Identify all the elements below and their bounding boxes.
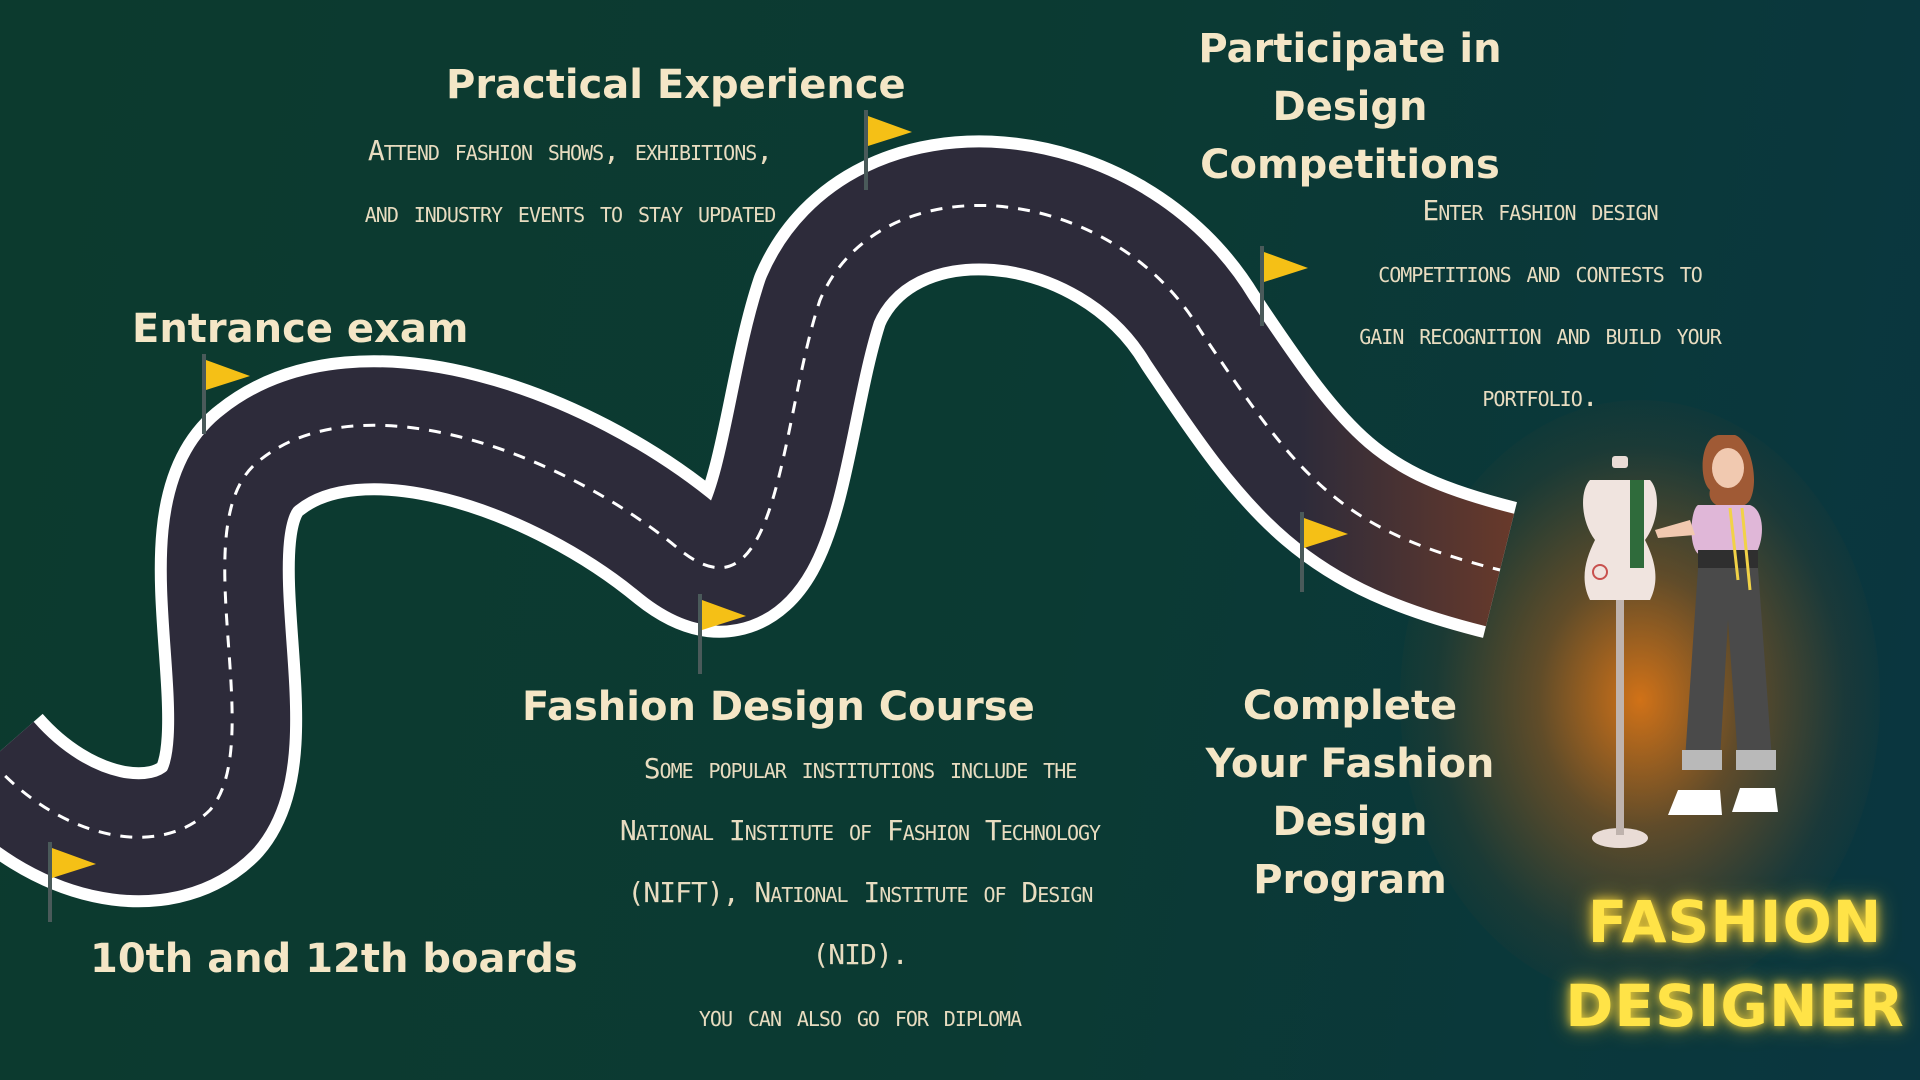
flag-icon bbox=[698, 594, 746, 674]
desc-line: portfolio. bbox=[1482, 380, 1598, 413]
desc-line: and industry events to stay updated bbox=[364, 196, 777, 229]
step-title-complete-program: Complete Your Fashion Design Program bbox=[1190, 677, 1510, 909]
desc-line: you can also go for diploma bbox=[698, 1000, 1022, 1033]
title-line: Participate in bbox=[1198, 26, 1502, 72]
desc-line: (NIFT), National Institute of Design (NI… bbox=[627, 876, 1094, 971]
step-desc-design-competitions: Enter fashion design competitions and co… bbox=[1310, 180, 1770, 428]
step-title-boards: 10th and 12th boards bbox=[90, 936, 578, 982]
desc-line: Some popular institutions include the bbox=[643, 752, 1078, 785]
road-center-line bbox=[0, 203, 1501, 839]
title-line: Program bbox=[1253, 857, 1447, 903]
brand-line: FASHION bbox=[1587, 888, 1883, 956]
title-line: Your Fashion bbox=[1205, 741, 1495, 787]
flag-icon bbox=[48, 842, 96, 922]
desc-line: Attend fashion shows, exhibitions, bbox=[367, 134, 773, 167]
flag-icon bbox=[1300, 512, 1348, 592]
step-desc-practical-experience: Attend fashion shows, exhibitions, and i… bbox=[320, 120, 820, 244]
step-title-design-competitions: Participate in Design Competitions bbox=[1190, 20, 1510, 194]
title-line: Complete bbox=[1242, 683, 1458, 729]
designer-figure bbox=[1655, 435, 1778, 815]
desc-line: competitions and contests to bbox=[1378, 256, 1703, 289]
step-desc-fashion-design-course: Some popular institutions include the Na… bbox=[590, 738, 1130, 1048]
fashion-designer-title: FASHION DESIGNER bbox=[1560, 880, 1910, 1048]
title-line: Design bbox=[1272, 84, 1428, 130]
desc-line: Enter fashion design bbox=[1422, 194, 1658, 227]
flag-icon bbox=[202, 354, 250, 434]
step-title-fashion-design-course: Fashion Design Course bbox=[522, 684, 1035, 730]
dress-form-icon bbox=[1583, 456, 1657, 848]
flag-icon bbox=[1260, 246, 1308, 326]
designer-illustration bbox=[1583, 435, 1778, 848]
desc-line: gain recognition and build your bbox=[1359, 318, 1722, 351]
title-line: Design bbox=[1272, 799, 1428, 845]
step-title-practical-experience: Practical Experience bbox=[446, 62, 906, 108]
desc-line: National Institute of Fashion Technology bbox=[619, 814, 1101, 847]
brand-line: DESIGNER bbox=[1565, 972, 1905, 1040]
title-line: Competitions bbox=[1200, 142, 1500, 188]
flag-icon bbox=[864, 110, 912, 190]
step-title-entrance-exam: Entrance exam bbox=[132, 306, 469, 352]
